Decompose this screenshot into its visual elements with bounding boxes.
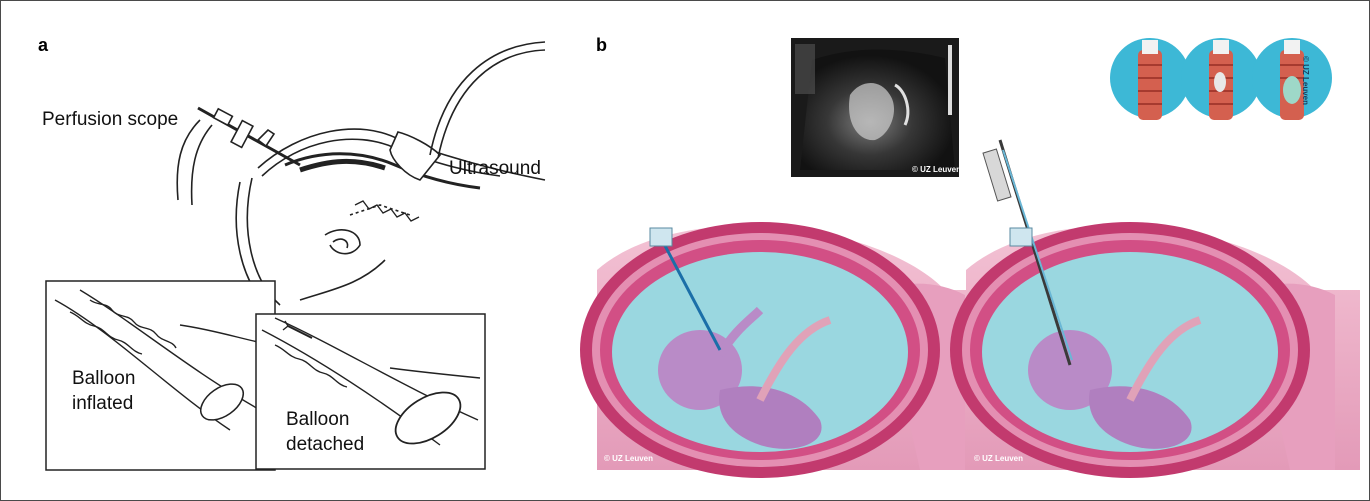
trachea-insets-credit: © UZ Leuven [1301, 56, 1310, 105]
trachea-insets [1110, 38, 1332, 120]
uterus-right-credit: © UZ Leuven [974, 454, 1023, 463]
uterus-scene-left [580, 222, 1000, 478]
uterus-scene-right [950, 140, 1360, 478]
ultrasound-credit: © UZ Leuven [912, 165, 961, 174]
uterus-left-credit: © UZ Leuven [604, 454, 653, 463]
ultrasound-image [791, 38, 959, 177]
